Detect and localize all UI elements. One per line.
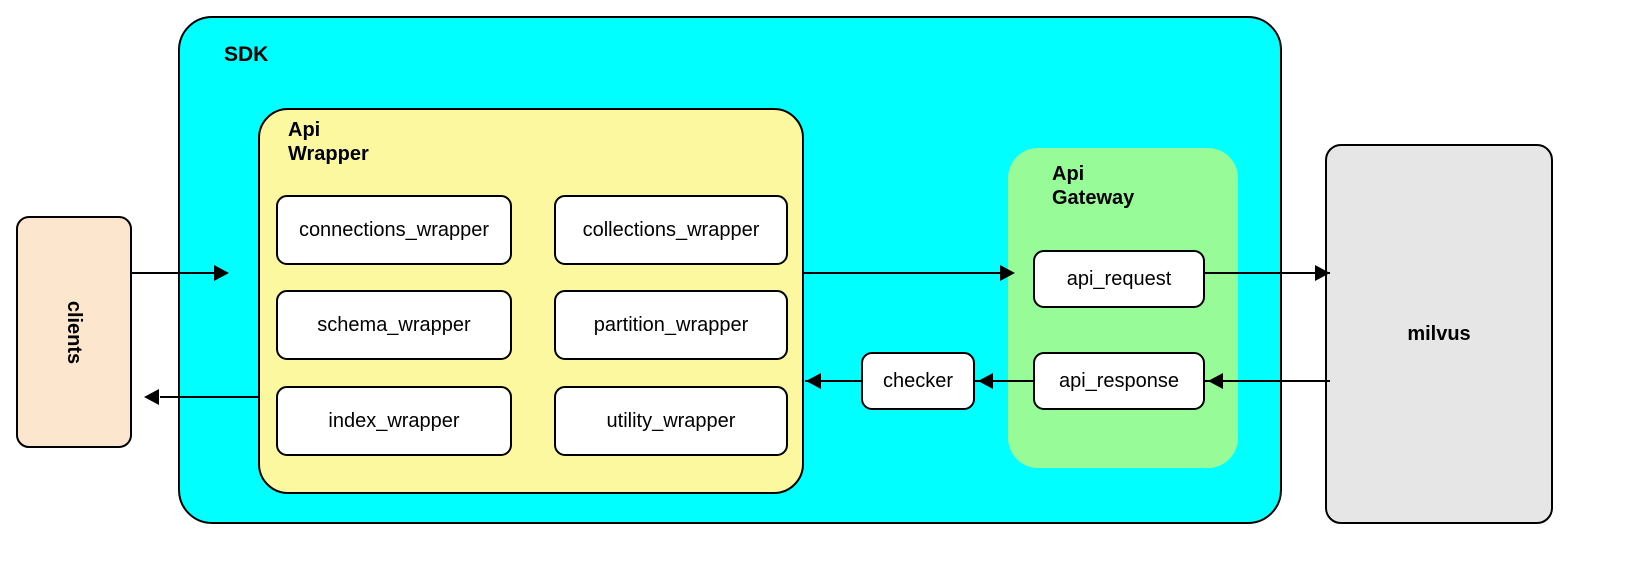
connector-checker-to-api-wrapper xyxy=(805,380,861,382)
milvus-node[interactable]: milvus xyxy=(1325,144,1553,524)
connector-clients-to-sdk xyxy=(131,272,217,274)
module-label: partition_wrapper xyxy=(593,313,749,336)
connector-api-response-to-checker xyxy=(975,380,1033,382)
milvus-label: milvus xyxy=(1407,322,1471,345)
node-label: api_response xyxy=(1058,369,1180,392)
clients-node[interactable]: clients xyxy=(16,216,132,448)
arrow-left-icon xyxy=(1208,373,1223,389)
connector-milvus-to-api-response xyxy=(1205,380,1330,382)
module-connections-wrapper[interactable]: connections_wrapper xyxy=(276,195,512,265)
module-label: collections_wrapper xyxy=(582,218,760,241)
module-label: index_wrapper xyxy=(328,409,460,432)
module-partition-wrapper[interactable]: partition_wrapper xyxy=(554,290,788,360)
arrow-left-icon xyxy=(978,373,993,389)
node-api-request[interactable]: api_request xyxy=(1033,250,1205,308)
sdk-label: SDK xyxy=(224,43,269,66)
arrow-right-icon xyxy=(1000,265,1015,281)
module-collections-wrapper[interactable]: collections_wrapper xyxy=(554,195,788,265)
module-label: schema_wrapper xyxy=(317,313,471,336)
api-gateway-label: Api Gateway xyxy=(1052,163,1135,209)
api-wrapper-label: Api Wrapper xyxy=(288,119,369,165)
module-label: connections_wrapper xyxy=(298,218,490,241)
api-gateway-container[interactable]: Api Gateway xyxy=(1008,148,1238,468)
node-label: checker xyxy=(882,369,954,392)
arrow-right-icon xyxy=(1315,265,1330,281)
arrow-left-icon xyxy=(806,373,821,389)
node-checker[interactable]: checker xyxy=(861,352,975,410)
connector-sdk-to-clients xyxy=(160,396,260,398)
node-label: api_request xyxy=(1066,267,1172,290)
module-label: utility_wrapper xyxy=(606,409,736,432)
module-schema-wrapper[interactable]: schema_wrapper xyxy=(276,290,512,360)
clients-label: clients xyxy=(63,300,86,364)
node-api-response[interactable]: api_response xyxy=(1033,352,1205,410)
arrow-right-icon xyxy=(214,265,229,281)
arrow-left-icon xyxy=(144,389,159,405)
connector-api-request-to-milvus xyxy=(1205,272,1330,274)
module-utility-wrapper[interactable]: utility_wrapper xyxy=(554,386,788,456)
module-index-wrapper[interactable]: index_wrapper xyxy=(276,386,512,456)
connector-api-wrapper-to-api-gateway xyxy=(803,272,1011,274)
